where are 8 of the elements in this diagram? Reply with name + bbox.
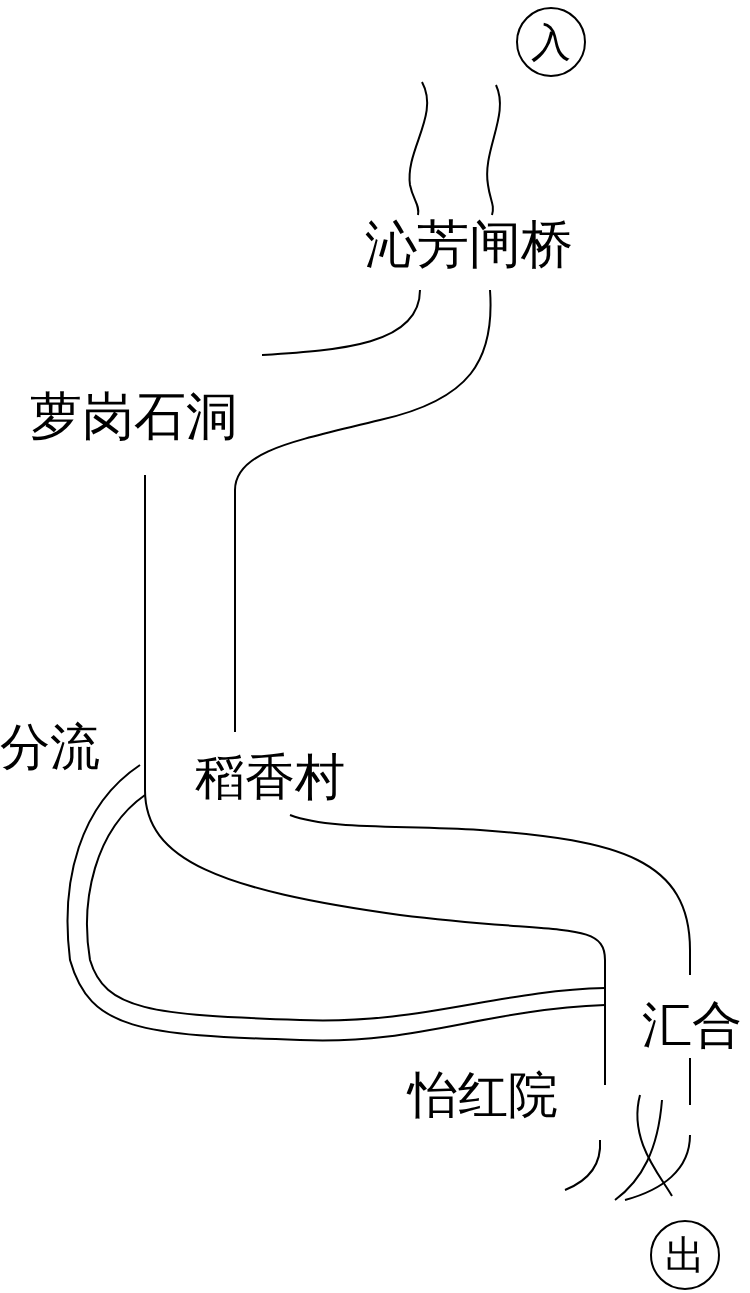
- circle-marker: 入: [516, 7, 586, 77]
- place-label: 怡红院: [408, 1070, 558, 1120]
- place-label: 沁芳闸桥: [365, 218, 573, 270]
- place-label: 萝岗石洞: [30, 390, 238, 442]
- circle-marker: 出: [650, 1220, 720, 1290]
- place-label: 汇合: [642, 1000, 742, 1050]
- place-label: 分流: [0, 722, 100, 772]
- place-label: 稻香村: [195, 752, 345, 802]
